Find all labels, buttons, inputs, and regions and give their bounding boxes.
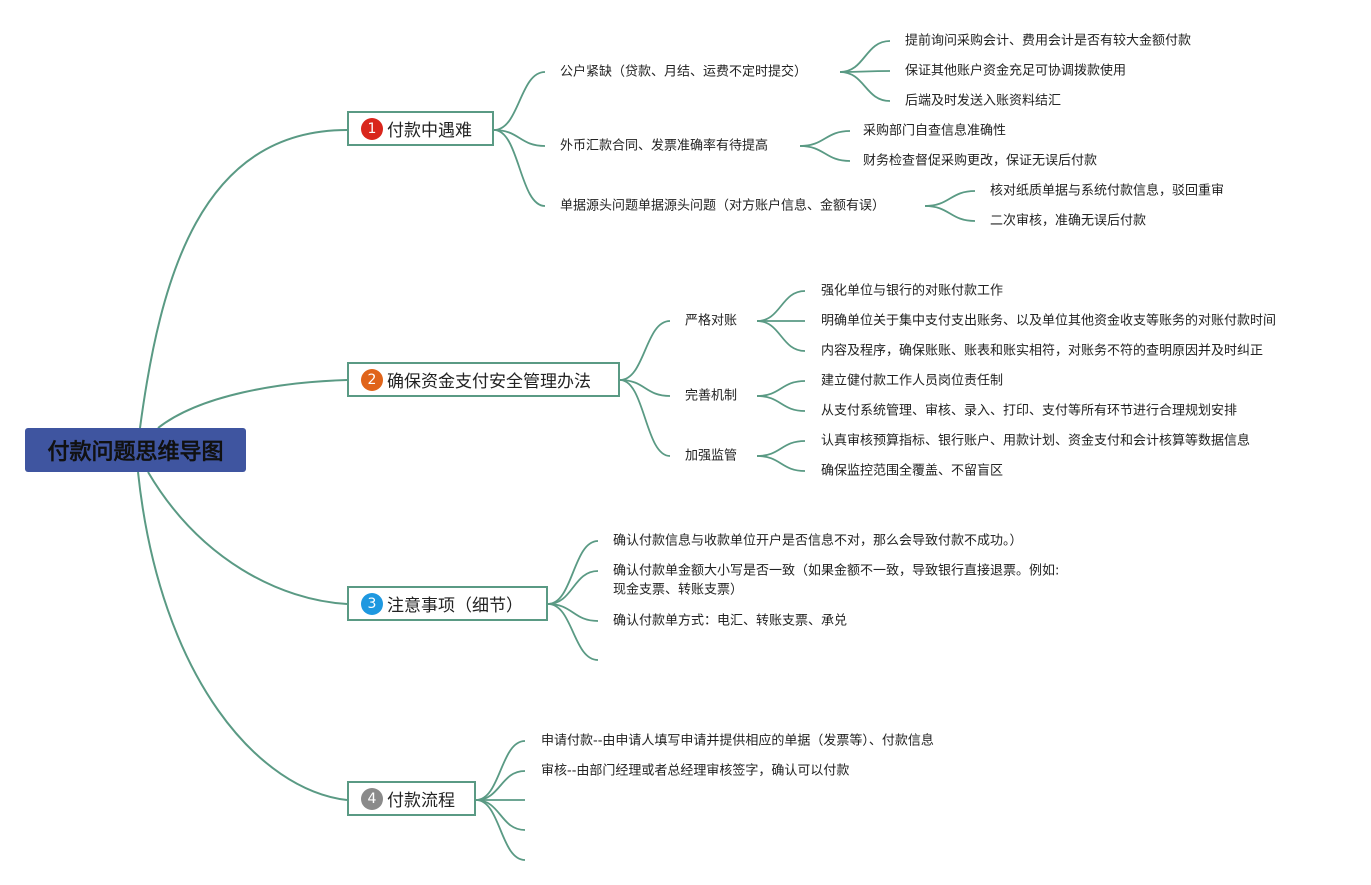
topic[interactable]: 确认付款单金额大小写是否一致（如果金额不一致，导致银行直接退票。例如: xyxy=(613,563,1060,579)
connector-line xyxy=(924,205,976,222)
subtopic[interactable]: 二次审核，准确无误后付款 xyxy=(990,213,1147,229)
subtopic[interactable]: 确保监控范围全覆盖、不留盲区 xyxy=(821,463,1004,479)
connector-line xyxy=(619,379,671,457)
subtopic[interactable]: 从支付系统管理、审核、录入、打印、支付等所有环节进行合理规划安排 xyxy=(821,403,1238,419)
subtopic[interactable]: 后端及时发送入账资料结汇 xyxy=(905,93,1062,109)
topic[interactable]: 公户紧缺（贷款、月结、运费不定时提交） xyxy=(560,64,808,80)
connector-line xyxy=(547,570,599,605)
topic[interactable]: 申请付款--由申请人填写申请并提供相应的单据（发票等）、付款信息 xyxy=(541,733,934,749)
topic[interactable]: 完善机制 xyxy=(685,388,738,404)
connector-line xyxy=(475,740,526,801)
connector-line xyxy=(756,320,806,352)
connector-line xyxy=(756,455,806,472)
topic[interactable]: 外币汇款合同、发票准确率有待提高 xyxy=(560,138,769,154)
number-2-icon: 2 xyxy=(361,368,383,391)
connector-line xyxy=(493,129,546,207)
connector-line xyxy=(475,770,526,801)
connector-line xyxy=(139,129,348,429)
subtopic[interactable]: 强化单位与银行的对账付款工作 xyxy=(821,283,1004,299)
connector-line xyxy=(547,603,599,661)
number-1-icon: 1 xyxy=(361,117,383,140)
subtopic[interactable]: 认真审核预算指标、银行账户、用款计划、资金支付和会计核算等数据信息 xyxy=(821,433,1251,449)
topic[interactable]: 确认付款单方式：电汇、转账支票、承兑 xyxy=(613,613,848,629)
subtopic[interactable]: 核对纸质单据与系统付款信息，驳回重审 xyxy=(990,183,1225,199)
topic[interactable]: 单据源头问题单据源头问题（对方账户信息、金额有误） xyxy=(560,198,886,214)
connector-line xyxy=(147,471,348,605)
connector-line xyxy=(839,40,891,73)
connector-line xyxy=(756,395,806,412)
connector-line xyxy=(619,320,671,381)
connector-line xyxy=(157,379,348,429)
connector-line xyxy=(475,799,526,831)
connector-line xyxy=(137,471,348,801)
topic[interactable]: 审核--由部门经理或者总经理审核签字，确认可以付款 xyxy=(541,763,850,779)
subtopic[interactable]: 内容及程序，确保账账、账表和账实相符，对账务不符的查明原因并及时纠正 xyxy=(821,343,1264,359)
number-3-icon: 3 xyxy=(361,592,383,615)
subtopic[interactable]: 财务检查督促采购更改，保证无误后付款 xyxy=(863,153,1098,169)
subtopic[interactable]: 提前询问采购会计、费用会计是否有较大金额付款 xyxy=(905,33,1192,49)
topic[interactable]: 加强监管 xyxy=(685,448,738,464)
connector-line xyxy=(475,799,526,861)
subtopic[interactable]: 保证其他账户资金充足可协调拨款使用 xyxy=(905,63,1127,79)
connector-line xyxy=(756,440,806,457)
subtopic[interactable]: 明确单位关于集中支付支出账务、以及单位其他资金收支等账务的对账付款时间 xyxy=(821,313,1277,329)
connector-line xyxy=(756,290,806,322)
number-4-icon: 4 xyxy=(361,787,383,810)
connector-line xyxy=(619,379,671,397)
connector-line xyxy=(799,130,851,147)
connector-line xyxy=(493,129,546,147)
connector-line xyxy=(756,380,806,397)
topic-continuation[interactable]: 现金支票、转账支票） xyxy=(613,582,744,598)
connector-line xyxy=(924,190,976,207)
topic[interactable]: 严格对账 xyxy=(685,313,738,329)
connector-line xyxy=(839,71,891,102)
subtopic[interactable]: 建立健付款工作人员岗位责任制 xyxy=(821,373,1004,389)
topic[interactable]: 确认付款信息与收款单位开户是否信息不对，那么会导致付款不成功。） xyxy=(613,533,1023,549)
connector-line xyxy=(547,540,599,605)
connector-line xyxy=(839,70,891,73)
connector-line xyxy=(799,145,851,162)
root-topic[interactable]: 付款问题思维导图 xyxy=(25,428,246,472)
connector-line xyxy=(493,71,546,131)
subtopic[interactable]: 采购部门自查信息准确性 xyxy=(863,123,1007,139)
